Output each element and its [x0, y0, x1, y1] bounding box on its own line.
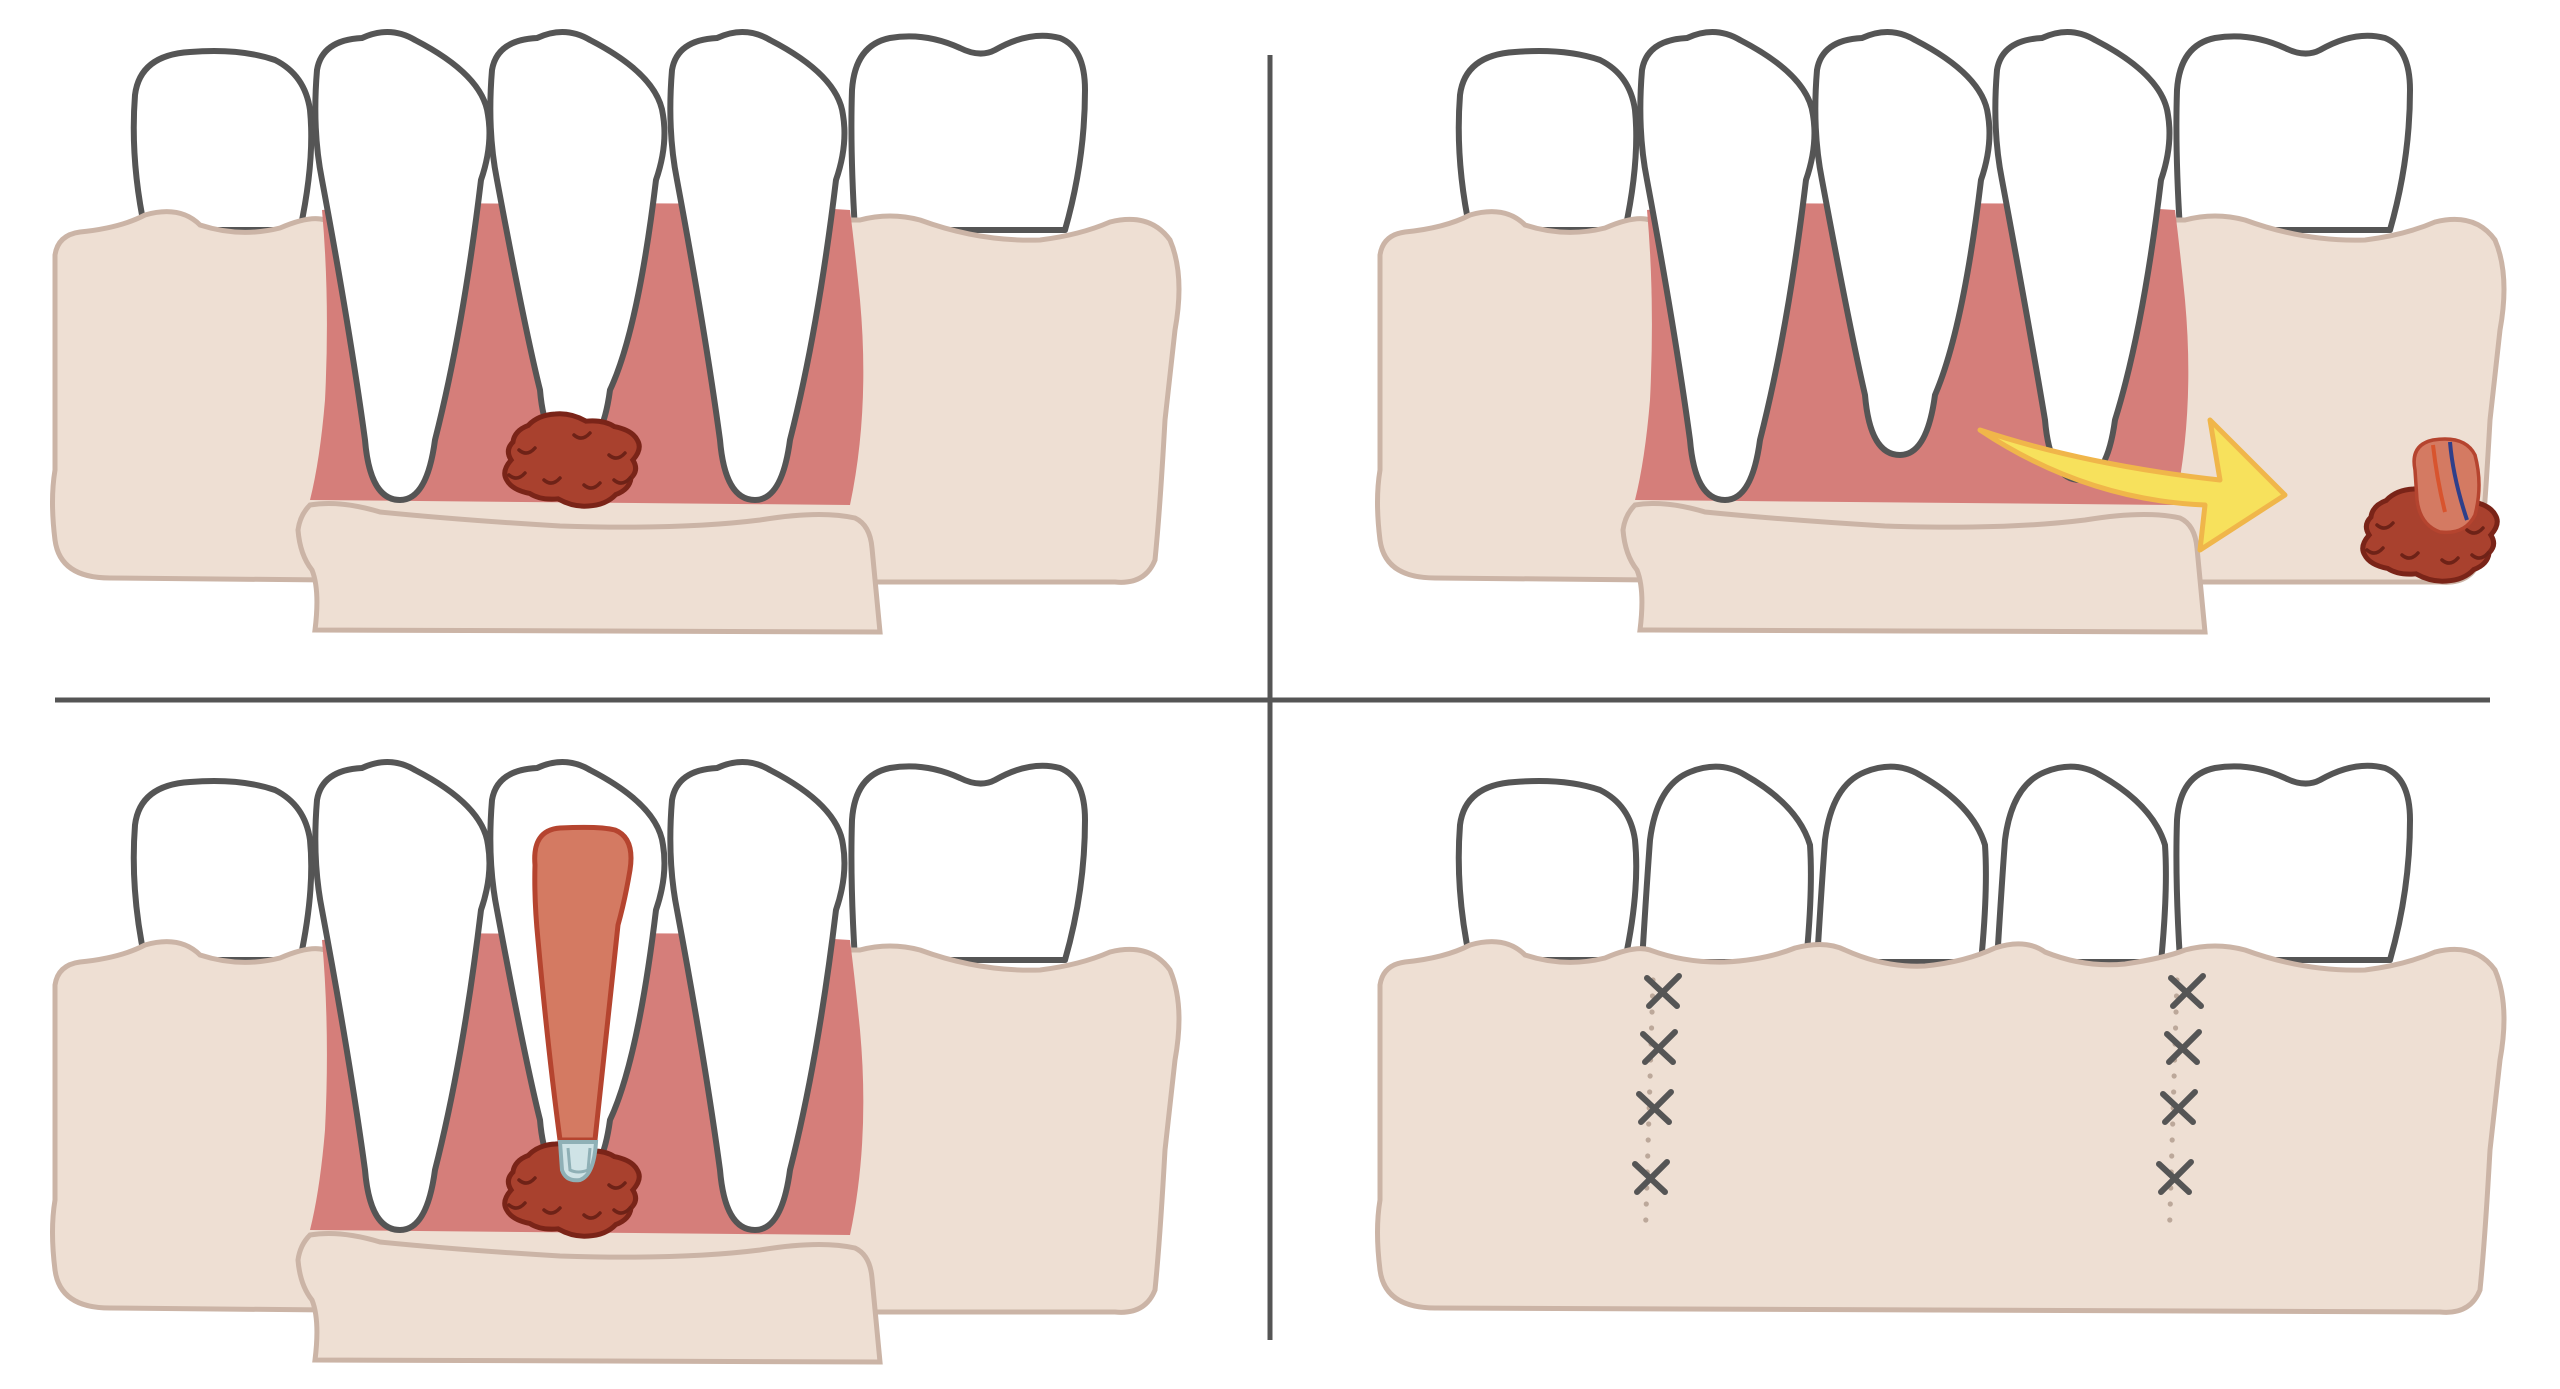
lesion-texture-mark [612, 1206, 632, 1215]
tooth-lateral-right [667, 759, 848, 1233]
suture-dot [2172, 1025, 2179, 1031]
lesion-texture-mark [507, 1201, 527, 1210]
tooth-canine-right [2173, 32, 2413, 233]
lesion-texture-mark [2400, 551, 2420, 560]
suture-dot [1645, 1137, 1651, 1143]
suture-dot [1649, 1009, 1655, 1015]
tooth-lateral-left [1637, 29, 1818, 503]
tooth-central [487, 29, 668, 453]
excised-lesion [2360, 437, 2500, 584]
arrow-shape [1977, 417, 2288, 553]
lesion-texture-mark [2440, 556, 2460, 565]
tooth-canine-right [848, 762, 1088, 963]
tooth-canine-right [848, 32, 1088, 233]
suture-dot [2171, 1089, 2177, 1095]
gum-flap [1620, 501, 2208, 635]
tooth-canine-left [130, 48, 315, 233]
lesion-outline [502, 1141, 642, 1239]
suture-dot [1643, 1201, 1649, 1207]
suture-stitch [2156, 1159, 2194, 1195]
quadrant-dividers [55, 55, 2490, 1340]
gum-flap [295, 1231, 883, 1365]
lesion-texture-mark [2365, 546, 2385, 555]
lesion-texture-mark [582, 1211, 602, 1220]
suture-dot [2167, 1201, 2173, 1207]
tooth-canine-left [1455, 48, 1640, 233]
suture-dot [2169, 1153, 2175, 1159]
gum-flap [295, 501, 883, 635]
suture-line-right [2156, 973, 2206, 1223]
lesion-texture-mark [607, 1181, 627, 1190]
tooth-canine-right [2173, 762, 2413, 963]
lesion-texture-mark [2470, 551, 2490, 560]
lesion-texture-mark [612, 476, 632, 485]
suture-dot [1643, 1217, 1649, 1223]
suture-stitch [2160, 1089, 2198, 1125]
tooth-lateral-right [1994, 763, 2169, 965]
suture-dot [2170, 1121, 2176, 1127]
lesion-texture-mark [572, 431, 592, 440]
suture-dot [1647, 1073, 1653, 1079]
suture-stitch [2164, 1029, 2202, 1065]
suture-dot [1648, 1025, 1655, 1031]
panel-flap-opened-lesion [50, 29, 1182, 635]
periapical-lesion [502, 1141, 642, 1239]
gutta-percha-fill [532, 824, 634, 1143]
removal-arrow [1977, 417, 2288, 553]
vessel-blue [2448, 441, 2469, 521]
gum-closed [1375, 939, 2507, 1315]
lesion-texture-mark [507, 471, 527, 480]
panel-flap-sutured [1375, 762, 2507, 1315]
suture-dot [2169, 1137, 2175, 1143]
lesion-texture-mark [2375, 521, 2395, 530]
suture-dot [2173, 1009, 2179, 1015]
tooth-lateral-left [1639, 763, 1814, 965]
suture-stitch [1640, 1029, 1678, 1065]
apex-seal-inner [566, 1147, 592, 1174]
periapical-lesion [502, 411, 642, 509]
tooth-lateral-right [667, 29, 848, 503]
lesion-texture-mark [607, 451, 627, 460]
tooth-lateral-left [312, 759, 493, 1233]
suture-stitch [2168, 973, 2206, 1009]
root-end-filling [532, 824, 634, 1183]
panel-lesion-and-root-tip-removed [1375, 29, 2507, 635]
lesion-texture-mark [2465, 526, 2485, 535]
lesion-texture-mark [517, 446, 537, 455]
lesion-outline [502, 411, 642, 509]
suture-dot [2171, 1073, 2177, 1079]
lesion-texture-mark [542, 1206, 562, 1215]
suture-dot [2167, 1217, 2173, 1223]
tooth-lateral-left [312, 29, 493, 503]
lesion-texture-mark [582, 481, 602, 490]
tooth-central [1812, 29, 1993, 458]
vessel-red [2431, 444, 2447, 513]
suture-line-left [1632, 973, 1682, 1223]
panel-root-end-filled [50, 759, 1182, 1365]
tooth-canine-left [130, 778, 315, 963]
excised-root-tip [2412, 437, 2481, 535]
suture-dot [1645, 1153, 1651, 1159]
tooth-central [1814, 763, 1989, 965]
suture-stitch [1636, 1089, 1674, 1125]
lesion-texture-mark [517, 1176, 537, 1185]
tooth-lateral-right [1992, 29, 2173, 483]
suture-stitch [1632, 1159, 1670, 1195]
suture-dot [1646, 1121, 1652, 1127]
tooth-canine-left [1455, 778, 1640, 963]
suture-stitch [1644, 973, 1682, 1009]
lesion-texture-mark [542, 476, 562, 485]
suture-dot [1647, 1089, 1653, 1095]
